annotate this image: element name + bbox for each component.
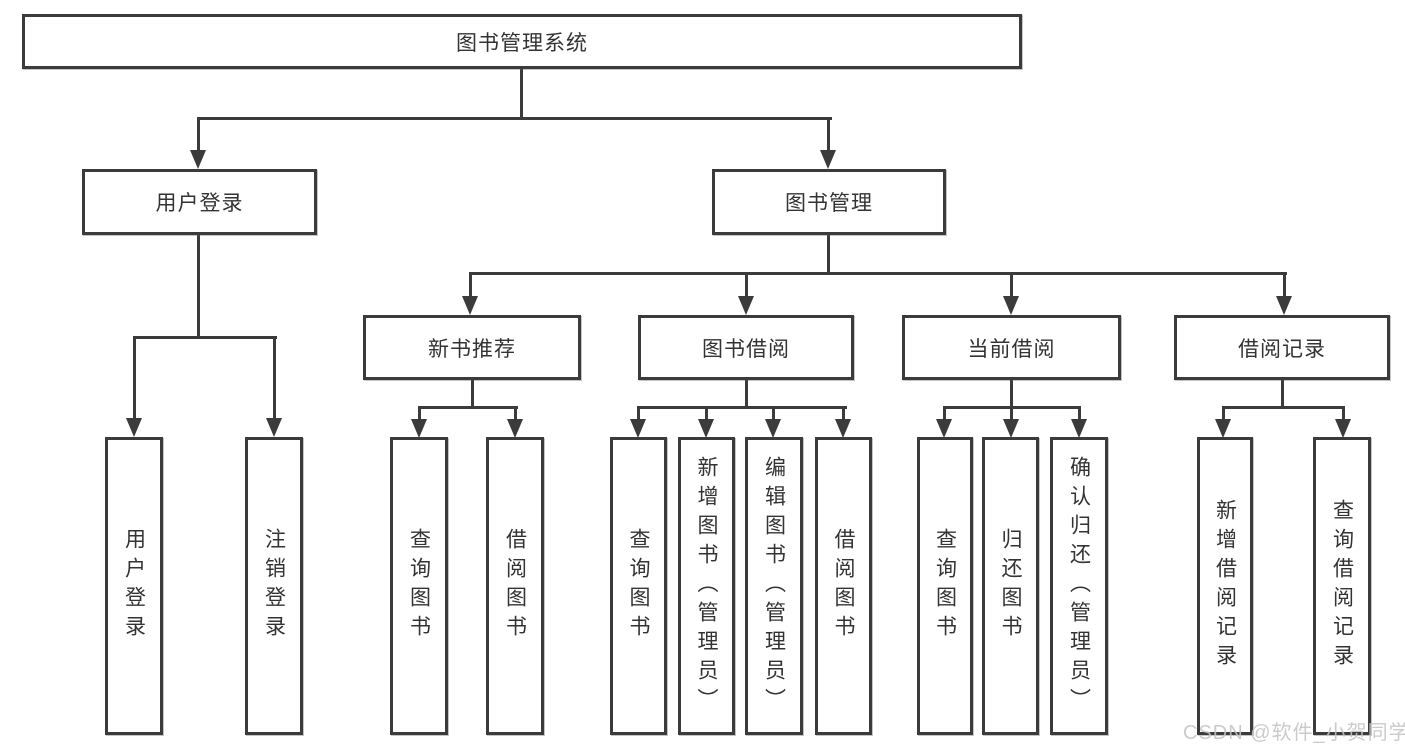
node-label: 当前借阅 bbox=[967, 337, 1056, 361]
connector-line bbox=[705, 406, 708, 421]
arrowhead-down-icon bbox=[738, 296, 754, 315]
arrowhead-down-icon bbox=[1335, 419, 1351, 438]
arrowhead-down-icon bbox=[765, 419, 781, 438]
arrowhead-down-icon bbox=[1003, 419, 1019, 438]
connector-line bbox=[1010, 406, 1013, 421]
leaf-query-books-recommend: 查询图书 bbox=[390, 437, 448, 735]
watermark: CSDN @软件_小贺同学 bbox=[1183, 722, 1405, 744]
connector-line bbox=[842, 406, 845, 421]
node-borrowing-records: 借阅记录 bbox=[1174, 315, 1390, 380]
arrowhead-down-icon bbox=[1071, 419, 1087, 438]
leaf-return-book: 归还图书 bbox=[982, 437, 1039, 735]
arrowhead-down-icon bbox=[1215, 419, 1231, 438]
leaf-label: 用户登录 bbox=[122, 528, 146, 644]
leaf-label: 确认归还（管理员） bbox=[1067, 455, 1091, 717]
connector-line bbox=[418, 406, 421, 421]
connector-line bbox=[520, 69, 523, 118]
connector-line bbox=[1222, 406, 1225, 421]
arrowhead-down-icon bbox=[698, 419, 714, 438]
leaf-query-books-current: 查询图书 bbox=[917, 437, 973, 735]
node-label: 借阅记录 bbox=[1238, 337, 1326, 361]
leaf-query-books-borrowing: 查询图书 bbox=[610, 437, 667, 735]
node-label: 图书管理 bbox=[785, 192, 873, 215]
node-library-system: 图书管理系统 bbox=[22, 14, 1022, 69]
connector-line bbox=[827, 235, 830, 275]
connector-line bbox=[471, 380, 474, 409]
connector-line bbox=[469, 272, 472, 299]
connector-line bbox=[133, 336, 136, 420]
leaf-add-book-admin: 新增图书（管理员） bbox=[678, 437, 735, 735]
connector-line bbox=[1283, 272, 1286, 299]
arrowhead-down-icon bbox=[630, 419, 646, 438]
arrowhead-down-icon bbox=[411, 419, 427, 438]
leaf-query-borrow-record: 查询借阅记录 bbox=[1313, 437, 1371, 735]
connector-line bbox=[514, 406, 517, 421]
connector-line bbox=[1078, 406, 1081, 421]
connector-line bbox=[827, 117, 830, 153]
leaf-label: 注销登录 bbox=[262, 528, 286, 644]
node-book-borrowing: 图书借阅 bbox=[638, 315, 854, 380]
node-label: 新书推荐 bbox=[428, 337, 516, 361]
arrowhead-down-icon bbox=[1276, 296, 1292, 315]
leaf-edit-book-admin: 编辑图书（管理员） bbox=[745, 437, 803, 735]
connector-line bbox=[745, 380, 748, 409]
node-new-book-recommend: 新书推荐 bbox=[363, 315, 581, 380]
arrowhead-down-icon bbox=[507, 419, 523, 438]
leaf-label: 借阅图书 bbox=[503, 528, 527, 644]
connector-line bbox=[637, 406, 640, 421]
connector-line bbox=[637, 406, 847, 409]
connector-line bbox=[1010, 380, 1013, 409]
connector-line bbox=[418, 406, 518, 409]
connector-line bbox=[1010, 272, 1013, 299]
leaf-logout: 注销登录 bbox=[245, 437, 303, 735]
connector-line bbox=[273, 336, 276, 420]
arrowhead-down-icon bbox=[462, 296, 478, 315]
leaf-user-login: 用户登录 bbox=[105, 437, 163, 735]
leaf-label: 查询图书 bbox=[407, 528, 431, 644]
connector-line bbox=[1222, 406, 1345, 409]
connector-line bbox=[197, 235, 200, 338]
connector-line bbox=[1342, 406, 1345, 421]
leaf-label: 新增借阅记录 bbox=[1213, 499, 1237, 673]
connector-line bbox=[469, 272, 1287, 275]
connector-line bbox=[1281, 380, 1284, 409]
node-label: 图书管理系统 bbox=[456, 31, 588, 55]
connector-line bbox=[197, 117, 832, 120]
node-label: 用户登录 bbox=[155, 192, 244, 215]
connector-line bbox=[133, 336, 277, 339]
arrowhead-down-icon bbox=[1003, 296, 1019, 315]
connector-line bbox=[943, 406, 946, 421]
connector-line bbox=[772, 406, 775, 421]
node-book-management: 图书管理 bbox=[712, 169, 946, 235]
connector-line bbox=[745, 272, 748, 299]
leaf-label: 查询图书 bbox=[627, 528, 650, 644]
arrowhead-down-icon bbox=[126, 418, 142, 437]
leaf-borrow-books-borrowing: 借阅图书 bbox=[815, 437, 872, 735]
leaf-label: 查询借阅记录 bbox=[1330, 499, 1354, 673]
node-label: 图书借阅 bbox=[702, 337, 790, 361]
leaf-label: 新增图书（管理员） bbox=[695, 455, 718, 717]
leaf-confirm-return-admin: 确认归还（管理员） bbox=[1050, 437, 1108, 735]
leaf-borrow-books-recommend: 借阅图书 bbox=[486, 437, 544, 735]
connector-line bbox=[197, 117, 200, 153]
arrowhead-down-icon bbox=[820, 150, 836, 169]
leaf-label: 借阅图书 bbox=[832, 528, 855, 644]
arrowhead-down-icon bbox=[190, 150, 206, 169]
leaf-label: 查询图书 bbox=[933, 528, 957, 644]
arrowhead-down-icon bbox=[835, 419, 851, 438]
node-user-login: 用户登录 bbox=[82, 169, 317, 235]
leaf-add-borrow-record: 新增借阅记录 bbox=[1197, 437, 1253, 735]
node-current-borrowing: 当前借阅 bbox=[902, 315, 1121, 380]
arrowhead-down-icon bbox=[936, 419, 952, 438]
leaf-label: 编辑图书（管理员） bbox=[762, 455, 786, 717]
leaf-label: 归还图书 bbox=[999, 528, 1022, 644]
arrowhead-down-icon bbox=[266, 418, 282, 437]
